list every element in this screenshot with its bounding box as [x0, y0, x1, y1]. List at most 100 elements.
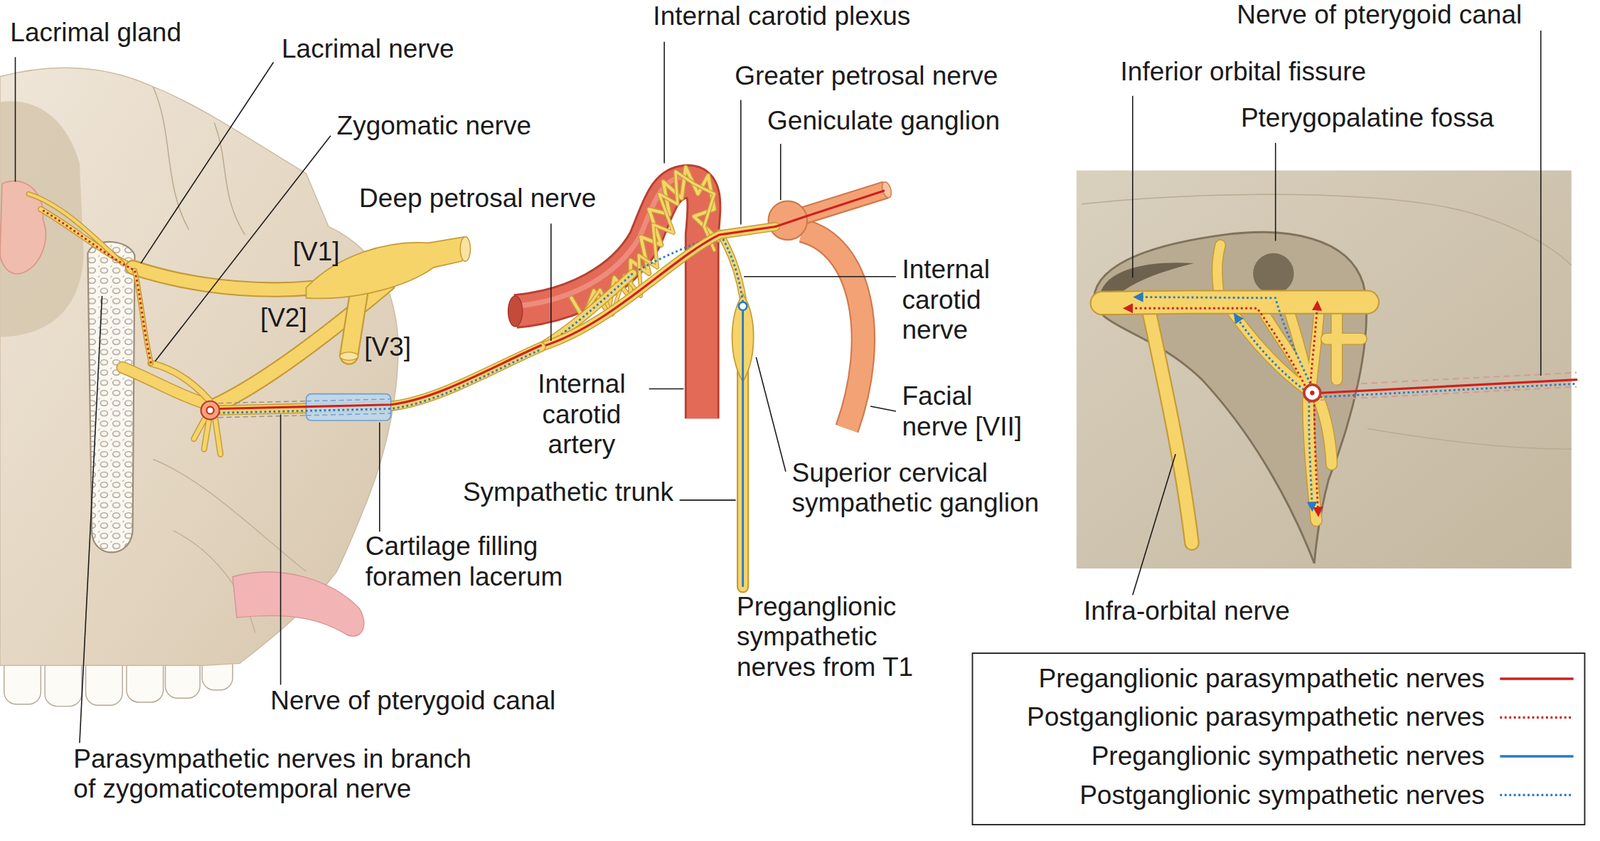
legend-text: Preganglionic parasympathetic nerves [1038, 663, 1485, 695]
skull-illustration [0, 67, 399, 707]
legend-line-sample [1499, 676, 1573, 680]
anatomy-label: Infra-orbital nerve [1083, 595, 1290, 627]
nerve-cut-end [339, 352, 359, 360]
palatine-nerves [1308, 397, 1332, 520]
anatomy-label: Nerve of pterygoid canal [1236, 0, 1522, 31]
leader-line [755, 356, 786, 472]
geniculate-ganglion [768, 201, 808, 241]
anatomy-label: Pterygopalatine fossa [1240, 103, 1495, 134]
suture-line [152, 86, 189, 230]
zygomatic-nerve [150, 363, 210, 401]
legend-line-sample [1499, 793, 1573, 796]
legend-text: Preganglionic sympathetic nerves [1091, 740, 1485, 772]
legend-line-sample [1499, 754, 1573, 757]
postganglionic-parasympathetic-path [40, 209, 151, 364]
nerve-branch [1326, 305, 1362, 380]
pterygopalatine-ganglion [1304, 384, 1321, 402]
ganglionic-branches [1229, 305, 1320, 390]
nerve-branch [1326, 305, 1362, 380]
anatomy-label: Geniculate ganglion [767, 105, 1000, 137]
suture-line [214, 122, 245, 235]
preganglionic-sympathetic-path [741, 310, 744, 587]
legend-text: Postganglionic sympathetic nerves [1079, 780, 1485, 811]
anatomy-label: Nerve of pterygoid canal [270, 685, 556, 717]
soft-tissue [232, 571, 365, 636]
greater-petrosal-nerve [541, 226, 776, 347]
legend-samples [1499, 678, 1573, 796]
leader-line [1132, 453, 1176, 595]
anatomy-label: Parasympathetic nerves in branch of zygo… [73, 743, 500, 805]
maxillary-nerve [214, 283, 388, 407]
mandibular-nerve [349, 290, 360, 355]
anatomy-label: Facial nerve [VII] [901, 381, 1037, 442]
synapse-symbol [1309, 390, 1315, 395]
nerve-branch [1147, 305, 1192, 543]
preganglionic-parasympathetic-path [1320, 379, 1577, 394]
postganglionic-sympathetic-path [1320, 383, 1577, 397]
maxillary-nerve [1102, 302, 1368, 303]
bone-contour [1367, 428, 1572, 449]
synapse-symbol [206, 406, 215, 414]
leader-line [649, 388, 685, 390]
nerve-cut-end [880, 180, 894, 199]
nerve-branch [1147, 305, 1192, 543]
anatomy-label: Zygomatic nerve [337, 110, 532, 142]
leader-line [140, 62, 274, 264]
suture-line [152, 459, 306, 572]
trigeminal-nerves [28, 194, 471, 455]
pterygopalatine-inset [1076, 170, 1577, 569]
facial-nerve-outline [802, 230, 864, 429]
palatine-nerves [1308, 397, 1332, 520]
zygomatic-bone-section [87, 241, 135, 553]
anatomy-label: [V1] [292, 236, 340, 268]
leader-line [740, 100, 742, 225]
nerve-cut-end [460, 236, 471, 261]
anatomy-label: Internal carotid nerve [901, 254, 1016, 346]
postganglionic-parasympathetic-arrow [1309, 302, 1317, 388]
postganglionic-sympathetic-arrow [1234, 314, 1305, 390]
anatomy-label: Internal carotid artery [519, 369, 644, 461]
preganglionic-parasympathetic-path [541, 226, 776, 347]
anatomy-label: [V2] [260, 302, 308, 334]
inset-background [1076, 170, 1572, 569]
anatomy-label: Cartilage filling foramen lacerum [365, 531, 583, 592]
skull-bone [0, 67, 399, 665]
ganglionic-branches [1229, 305, 1320, 390]
anatomy-label: Lacrimal nerve [281, 34, 455, 65]
anatomy-label: Sympathetic trunk [462, 477, 674, 508]
mandibular-nerve [349, 290, 360, 355]
foramen-rotundum [1252, 253, 1294, 294]
preganglionic-parasympathetic-path [775, 190, 884, 227]
facial-nerve [768, 180, 894, 429]
leader-line [870, 406, 896, 412]
internal-carotid-nerve [719, 232, 744, 298]
canal-outline [1320, 372, 1577, 401]
pterygopalatine-ganglion [201, 401, 220, 420]
anatomy-label: Lacrimal gland [9, 17, 182, 49]
zygomatic-nerve [150, 363, 210, 401]
postganglionic-sympathetic-arrow [1309, 401, 1313, 510]
leader-line [780, 143, 782, 200]
anatomy-label: [V3] [364, 332, 412, 363]
greater-petrosal-nerve [541, 226, 776, 347]
legend-frame [972, 652, 1586, 825]
postganglionic-parasympathetic-arrow [1314, 399, 1319, 515]
leader-line [679, 499, 736, 501]
leader-line [1132, 96, 1134, 278]
maxillary-nerve [214, 283, 388, 407]
legend-text: Postganglionic parasympathetic nerves [1026, 701, 1485, 733]
maxillary-nerve [1102, 302, 1368, 303]
facial-nerve-body [802, 230, 864, 429]
lacrimal-gland [0, 180, 46, 274]
synapse-symbol [738, 302, 747, 311]
leader-line [280, 413, 282, 685]
anatomy-label: Deep petrosal nerve [359, 183, 596, 215]
lacrimal-nerve [28, 194, 123, 264]
postganglionic-sympathetic-path [632, 232, 744, 303]
postganglionic-parasympathetic-arrow [1124, 307, 1308, 390]
leader-line [1275, 142, 1277, 242]
leader-lines [15, 30, 1541, 743]
anatomy-label: Preganglionic sympathetic nerves from T1 [736, 591, 936, 683]
leader-line [663, 41, 665, 164]
